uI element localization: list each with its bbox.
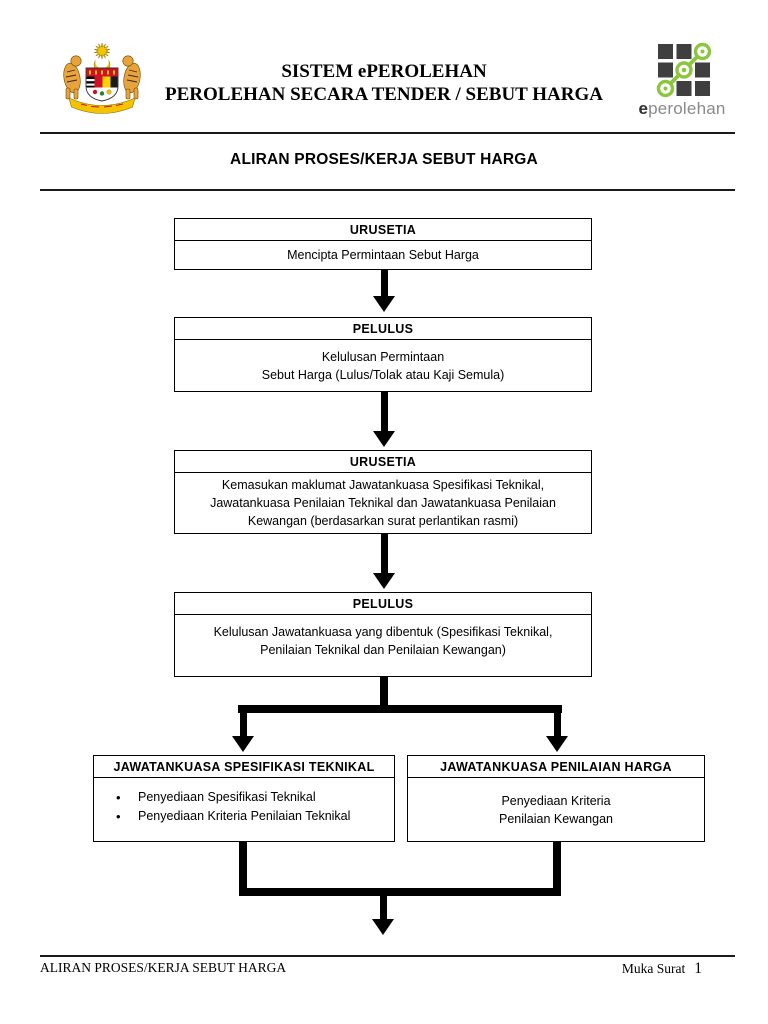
flow-box-urusetia-2: URUSETIA Kemasukan maklumat Jawatankuasa… <box>174 450 592 534</box>
branch-stem-connector <box>380 677 388 707</box>
flow-box-body: Kelulusan Permintaan Sebut Harga (Lulus/… <box>261 349 505 382</box>
flow-box-body: Mencipta Permintaan Sebut Harga <box>287 248 479 262</box>
branch-arrow-right-icon <box>546 713 568 752</box>
footer-divider <box>40 955 735 957</box>
footer-page-indicator: Muka Surat 1 <box>622 960 702 978</box>
document-title-line2: PEROLEHAN SECARA TENDER / SEBUT HARGA <box>165 84 603 105</box>
flow-box-header: PELULUS <box>175 318 591 340</box>
flow-box-header: JAWATANKUASA PENILAIAN HARGA <box>408 756 704 778</box>
flow-box-header: URUSETIA <box>175 451 591 473</box>
merge-left-connector <box>239 842 247 888</box>
footer-page-number: 1 <box>694 960 702 977</box>
flow-box-jk-spesifikasi-teknikal: JAWATANKUASA SPESIFIKASI TEKNIKAL Penyed… <box>93 755 395 842</box>
merge-arrow-down-icon <box>372 896 394 935</box>
flow-box-bullet-list: Penyediaan Spesifikasi Teknikal Penyedia… <box>94 778 394 841</box>
header-divider-top <box>40 132 735 134</box>
flow-box-body: Penyediaan Kriteria Penilaian Kewangan <box>499 793 613 826</box>
flow-box-jk-penilaian-harga: JAWATANKUASA PENILAIAN HARGA Penyediaan … <box>407 755 705 842</box>
arrow-down-icon <box>373 392 395 447</box>
footer-page-label: Muka Surat <box>621 961 686 976</box>
bullet-item: Penyediaan Spesifikasi Teknikal <box>116 788 394 807</box>
document-title-line1: SISTEM ePEROLEHAN <box>281 61 487 82</box>
flow-box-urusetia-1: URUSETIA Mencipta Permintaan Sebut Harga <box>174 218 592 270</box>
merge-right-connector <box>553 842 561 888</box>
flow-box-header: URUSETIA <box>175 219 591 241</box>
flow-box-pelulus-1: PELULUS Kelulusan Permintaan Sebut Harga… <box>174 317 592 392</box>
page-title: ALIRAN PROSES/KERJA SEBUT HARGA <box>230 151 538 168</box>
arrow-down-icon <box>373 534 395 589</box>
eperolehan-logo-text: eperolehan <box>630 100 734 117</box>
flow-box-header: PELULUS <box>175 593 591 615</box>
branch-arrow-left-icon <box>232 713 254 752</box>
document-title: SISTEM ePEROLEHAN PEROLEHAN SECARA TENDE… <box>120 60 648 106</box>
arrow-down-icon <box>373 270 395 312</box>
eperolehan-logo-text-rest: perolehan <box>648 99 726 118</box>
branch-horizontal-connector <box>238 705 562 713</box>
header-divider-bottom <box>40 189 735 191</box>
footer-left-text: ALIRAN PROSES/KERJA SEBUT HARGA <box>40 960 287 975</box>
flow-box-body: Kelulusan Jawatankuasa yang dibentuk (Sp… <box>213 625 553 657</box>
flow-box-body: Kemasukan maklumat Jawatankuasa Spesifik… <box>210 478 556 528</box>
flow-box-header: JAWATANKUASA SPESIFIKASI TEKNIKAL <box>94 756 394 778</box>
malaysia-coat-of-arms-logo <box>57 40 147 116</box>
flow-box-pelulus-2: PELULUS Kelulusan Jawatankuasa yang dibe… <box>174 592 592 677</box>
eperolehan-logo: eperolehan <box>630 42 734 117</box>
eperolehan-logo-grid-icon <box>656 42 712 98</box>
bullet-item: Penyediaan Kriteria Penilaian Teknikal <box>116 807 394 826</box>
merge-horizontal-connector <box>239 888 561 896</box>
eperolehan-logo-text-e: e <box>638 99 649 118</box>
